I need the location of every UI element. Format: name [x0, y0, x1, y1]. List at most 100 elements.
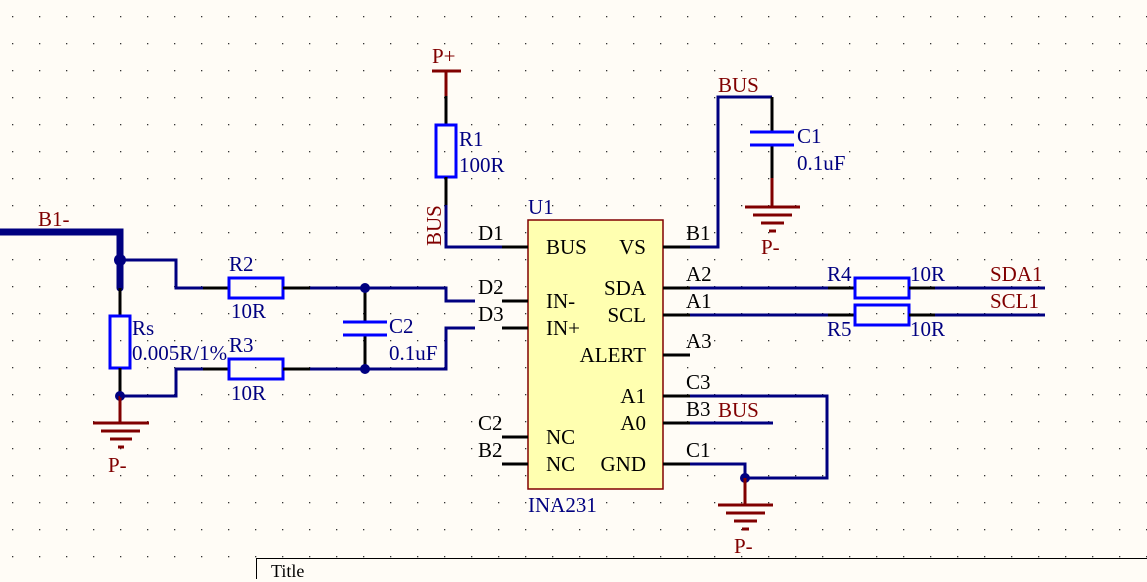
grid-dot — [309, 178, 311, 180]
grid-dot — [39, 259, 41, 261]
grid-dot — [957, 124, 959, 126]
grid-dot — [633, 43, 635, 45]
grid-dot — [930, 394, 932, 396]
resistor-rs[interactable]: Rs 0.005R/1% — [108, 288, 227, 396]
grid-dot — [282, 259, 284, 261]
grid-dot — [417, 43, 419, 45]
grid-dot — [444, 556, 446, 558]
grid-dot — [660, 151, 662, 153]
grid-dot — [795, 16, 797, 18]
net-b1-minus[interactable]: B1- — [0, 207, 124, 292]
grid-dot — [552, 529, 554, 531]
grid-dot — [687, 124, 689, 126]
resistor-r2[interactable]: R2 10R — [203, 252, 310, 323]
grid-dot — [363, 475, 365, 477]
grid-dot — [444, 529, 446, 531]
pin-number: D3 — [478, 302, 504, 326]
grid-dot — [309, 394, 311, 396]
u1-pins: D1BUSD2IN-D3IN+C2NCB2NCB1VSA2SDAA1SCLA3A… — [478, 221, 712, 476]
grid-dot — [579, 529, 581, 531]
ic-u1[interactable]: U1 INA231 — [527, 195, 664, 517]
grid-dot — [552, 205, 554, 207]
grid-dot — [174, 448, 176, 450]
grid-dot — [390, 70, 392, 72]
power-port-p-minus: P- — [108, 453, 127, 477]
r1-value: 100R — [459, 153, 505, 177]
grid-dot — [822, 259, 824, 261]
grid-dot — [282, 448, 284, 450]
grid-dot — [660, 124, 662, 126]
grid-dot — [147, 43, 149, 45]
grid-dot — [1092, 286, 1094, 288]
net-label-bus-vertical: BUS — [422, 205, 446, 246]
grid-dot — [525, 475, 527, 477]
resistor-r4[interactable]: R4 10R — [827, 262, 945, 300]
grid-dot — [930, 475, 932, 477]
r5-designator: R5 — [827, 317, 852, 341]
grid-dot — [876, 340, 878, 342]
grid-dot — [147, 340, 149, 342]
resistor-r1[interactable]: R1 100R — [434, 96, 505, 205]
resistor-r5[interactable]: R5 10R — [827, 303, 945, 341]
grid-dot — [228, 232, 230, 234]
grid-dot — [1092, 97, 1094, 99]
grid-dot — [1092, 178, 1094, 180]
grid-dot — [633, 178, 635, 180]
grid-dot — [471, 70, 473, 72]
grid-dot — [1011, 529, 1013, 531]
grid-dot — [957, 97, 959, 99]
grid-dot — [12, 529, 14, 531]
grid-dot — [1065, 286, 1067, 288]
resistor-r3[interactable]: R3 10R — [203, 333, 310, 405]
grid-dot — [255, 16, 257, 18]
grid-dot — [903, 367, 905, 369]
grid-dot — [201, 556, 203, 558]
grid-dot — [903, 340, 905, 342]
grid-dot — [1065, 313, 1067, 315]
grid-dot — [876, 313, 878, 315]
grid-dot — [903, 178, 905, 180]
grid-dot — [39, 340, 41, 342]
grid-dot — [1065, 259, 1067, 261]
grid-dot — [228, 178, 230, 180]
wire — [690, 394, 829, 480]
grid-dot — [768, 529, 770, 531]
grid-dot — [525, 16, 527, 18]
grid-dot — [525, 97, 527, 99]
grid-dot — [822, 43, 824, 45]
grid-dot — [1065, 205, 1067, 207]
wire — [310, 286, 475, 303]
grid-dot — [309, 151, 311, 153]
grid-dot — [390, 529, 392, 531]
grid-dot — [876, 97, 878, 99]
r4-value: 10R — [910, 262, 945, 286]
capacitor-c2[interactable]: C2 0.1uF — [343, 288, 437, 369]
capacitor-c1[interactable]: C1 0.1uF — [750, 97, 845, 178]
title-label: Title — [271, 561, 305, 581]
grid-dot — [66, 448, 68, 450]
grid-dot — [1065, 556, 1067, 558]
grid-dot — [714, 367, 716, 369]
grid-dot — [822, 16, 824, 18]
grid-dot — [714, 556, 716, 558]
grid-dot — [147, 205, 149, 207]
grid-dot — [1011, 70, 1013, 72]
grid-dot — [903, 475, 905, 477]
grid-dot — [984, 124, 986, 126]
grid-dot — [471, 556, 473, 558]
grid-dot — [390, 232, 392, 234]
grid-dot — [93, 70, 95, 72]
grid-dot — [957, 43, 959, 45]
grid-dot — [282, 529, 284, 531]
grid-dot — [201, 151, 203, 153]
grid-dot — [309, 205, 311, 207]
grid-dot — [282, 70, 284, 72]
grid-dot — [444, 43, 446, 45]
grid-dot — [984, 205, 986, 207]
grid-dot — [822, 205, 824, 207]
grid-dot — [390, 340, 392, 342]
grid-dot — [903, 529, 905, 531]
grid-dot — [255, 97, 257, 99]
schematic-canvas[interactable]: B1- Rs 0.005R/1% P- R2 10R R3 10R — [0, 0, 1147, 570]
grid-dot — [984, 529, 986, 531]
